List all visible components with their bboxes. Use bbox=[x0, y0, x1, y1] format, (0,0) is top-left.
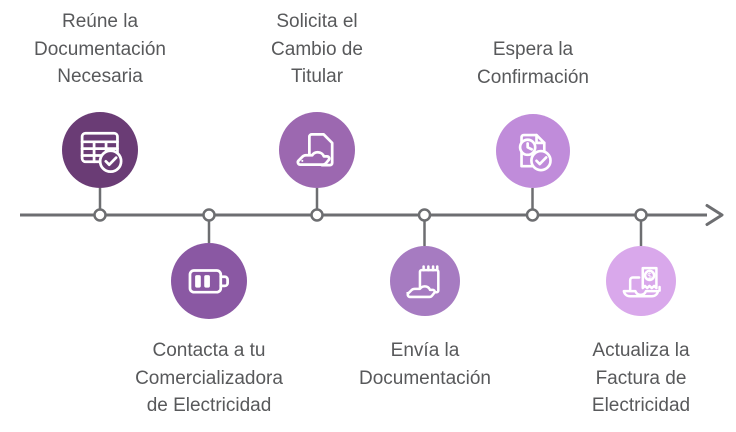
step-6-circle: $ bbox=[606, 246, 676, 316]
step-6-label: Actualiza la Factura de Electricidad bbox=[541, 337, 736, 420]
arrow-head-icon bbox=[705, 204, 724, 226]
timeline-node bbox=[310, 208, 324, 222]
step-4-line-1: Envía la bbox=[390, 340, 460, 361]
timeline-node bbox=[202, 208, 216, 222]
battery-icon bbox=[188, 268, 229, 294]
timeline-node bbox=[93, 208, 107, 222]
step-5-circle bbox=[496, 114, 570, 188]
step-3-label: Solicita el Cambio de Titular bbox=[217, 8, 417, 91]
step-2-circle bbox=[171, 243, 247, 319]
timeline-node bbox=[417, 208, 432, 222]
step-1-label: Reúne la Documentación Necesaria bbox=[0, 8, 200, 91]
step-6-line-3: Electricidad bbox=[591, 395, 691, 416]
timeline-node bbox=[634, 208, 648, 222]
step-4-line-2: Documentación bbox=[358, 367, 492, 389]
step-4-label: Envía la Documentación bbox=[315, 337, 535, 392]
step-2-line-3: de Electricidad bbox=[146, 395, 272, 416]
step-connectors bbox=[98, 188, 643, 246]
step-6-line-1: Actualiza la bbox=[592, 340, 690, 361]
step-2-line-1: Contacta a tu bbox=[152, 340, 266, 361]
svg-text:$: $ bbox=[647, 270, 652, 280]
step-3-line-2: Cambio de bbox=[271, 38, 363, 60]
timeline-node bbox=[525, 208, 540, 222]
step-1-line-3: Necesaria bbox=[57, 66, 143, 87]
step-5-line-1: Espera la bbox=[492, 39, 574, 60]
step-5-label: Espera la Confirmación bbox=[423, 36, 643, 91]
laptop-invoice-icon: $ bbox=[622, 266, 661, 298]
step-1-circle bbox=[62, 112, 138, 188]
notepad-hand-icon bbox=[406, 265, 440, 298]
step-1-line-2: Documentación bbox=[33, 38, 167, 60]
step-2-label: Contacta a tu Comercializadora de Electr… bbox=[99, 337, 319, 420]
step-3-line-1: Solicita el bbox=[276, 11, 358, 32]
step-3-circle bbox=[279, 112, 355, 188]
table-check-icon bbox=[80, 131, 123, 173]
step-5-line-2: Confirmación bbox=[477, 66, 589, 88]
step-4-circle bbox=[390, 246, 460, 316]
step-3-line-3: Titular bbox=[290, 66, 344, 87]
document-clock-check-icon bbox=[519, 134, 553, 172]
step-1-line-1: Reúne la bbox=[61, 11, 139, 32]
step-6-line-2: Factura de bbox=[595, 367, 687, 389]
step-2-line-2: Comercializadora bbox=[135, 367, 283, 389]
document-hand-icon bbox=[296, 132, 334, 167]
